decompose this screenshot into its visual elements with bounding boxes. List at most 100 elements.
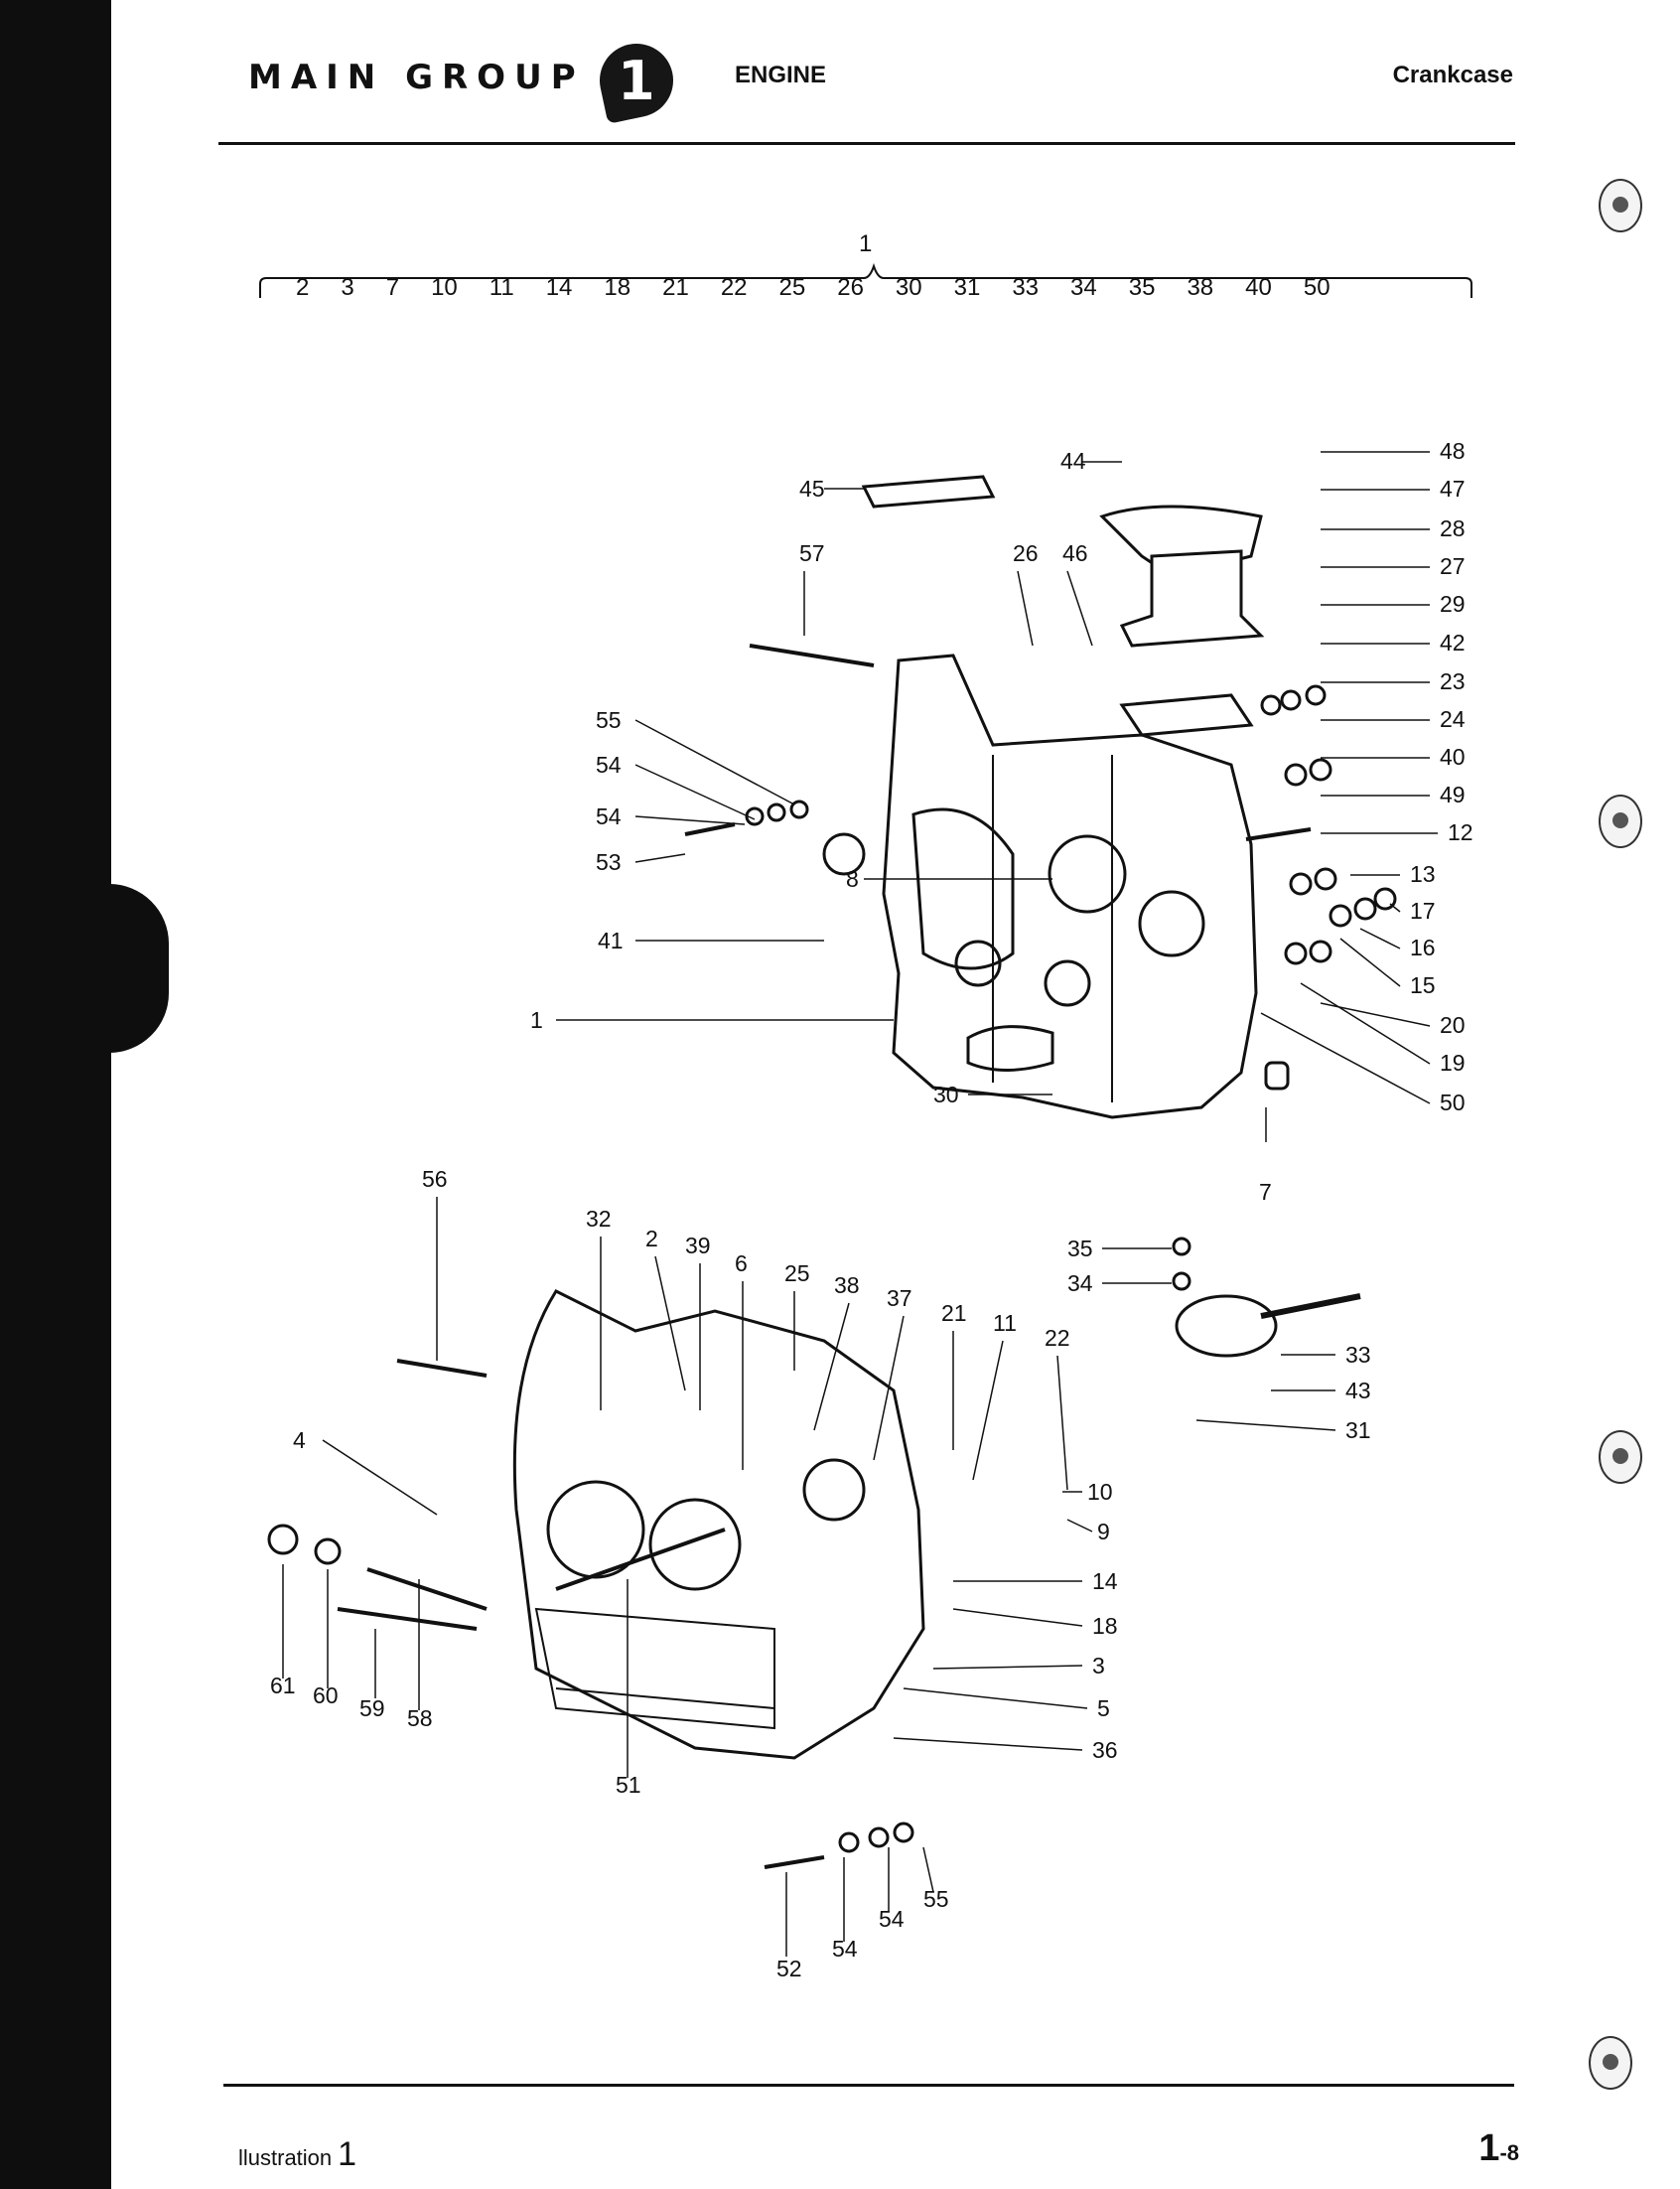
callout-number: 5 bbox=[1097, 1695, 1110, 1721]
callout-number: 58 bbox=[407, 1705, 433, 1731]
leader-line bbox=[1066, 1519, 1093, 1532]
callout-number: 8 bbox=[846, 866, 859, 892]
illustration-number: 1 bbox=[338, 2135, 357, 2173]
oil-filler-parts bbox=[861, 475, 1265, 737]
kit-part-number: 30 bbox=[895, 274, 922, 301]
leader-line bbox=[903, 1687, 1088, 1709]
leader-line bbox=[1300, 982, 1431, 1065]
leader-line bbox=[1195, 1419, 1336, 1431]
callout-number: 21 bbox=[941, 1300, 967, 1326]
callout-number: 38 bbox=[834, 1272, 860, 1298]
callout-number: 57 bbox=[799, 540, 825, 566]
binding-shadow-bulge bbox=[79, 884, 169, 1053]
callout-number: 28 bbox=[1440, 515, 1466, 541]
callout-number: 46 bbox=[1062, 540, 1088, 566]
callout-number: 53 bbox=[596, 849, 622, 875]
kit-part-number: 50 bbox=[1303, 274, 1330, 301]
leader-line bbox=[1359, 928, 1401, 949]
callout-number: 34 bbox=[1067, 1270, 1093, 1296]
kit-part-number: 40 bbox=[1245, 274, 1272, 301]
callout-number: 16 bbox=[1410, 935, 1436, 960]
kit-part-number: 31 bbox=[953, 274, 981, 301]
callout-number: 29 bbox=[1440, 591, 1466, 617]
callout-number: 4 bbox=[293, 1427, 306, 1453]
callout-number: 18 bbox=[1092, 1613, 1118, 1639]
callout-number: 41 bbox=[598, 928, 624, 953]
callout-number: 59 bbox=[359, 1695, 385, 1721]
illustration-label: llustration bbox=[238, 2145, 333, 2170]
page-number-main: 1 bbox=[1478, 2127, 1500, 2169]
oil-strainer-cover bbox=[1175, 1293, 1361, 1358]
callout-number: 45 bbox=[799, 476, 825, 502]
callout-number: 50 bbox=[1440, 1090, 1466, 1115]
callout-number: 42 bbox=[1440, 630, 1466, 656]
callout-number: 24 bbox=[1440, 706, 1466, 732]
leader-line bbox=[1339, 938, 1401, 987]
callout-number: 54 bbox=[879, 1906, 905, 1932]
leader-line bbox=[1056, 1355, 1068, 1491]
kit-part-number: 14 bbox=[545, 274, 573, 301]
bolt-and-washer-parts bbox=[337, 644, 1312, 1869]
callout-number: 20 bbox=[1440, 1012, 1466, 1038]
kit-part-number: 21 bbox=[662, 274, 689, 301]
leader-line bbox=[634, 764, 756, 820]
callout-number: 13 bbox=[1410, 861, 1436, 887]
kit-part-number: 10 bbox=[431, 274, 458, 301]
callout-number: 54 bbox=[596, 752, 622, 778]
kit-part-number: 34 bbox=[1070, 274, 1097, 301]
kit-total-number: 1 bbox=[859, 230, 873, 257]
callout-number: 56 bbox=[422, 1166, 448, 1192]
page-number: 1-8 bbox=[1478, 2127, 1519, 2170]
callout-number: 54 bbox=[596, 803, 622, 829]
kit-part-number: 38 bbox=[1187, 274, 1214, 301]
kit-brace bbox=[259, 262, 1472, 298]
callout-number: 61 bbox=[270, 1673, 296, 1698]
kit-part-number: 2 bbox=[296, 274, 310, 301]
punch-hole-icon bbox=[1589, 2036, 1632, 2090]
callout-number: 39 bbox=[685, 1233, 711, 1258]
kit-part-number: 22 bbox=[720, 274, 748, 301]
callout-number: 9 bbox=[1097, 1519, 1110, 1544]
callout-number: 37 bbox=[887, 1285, 912, 1311]
leader-line bbox=[1389, 903, 1401, 913]
callout-number: 11 bbox=[993, 1310, 1017, 1336]
leader-line bbox=[873, 1315, 905, 1461]
subject-title: Crankcase bbox=[1392, 62, 1513, 88]
leader-line bbox=[893, 1737, 1083, 1751]
callout-number: 43 bbox=[1345, 1378, 1371, 1403]
leader-line bbox=[813, 1302, 850, 1431]
callout-number: 23 bbox=[1440, 668, 1466, 694]
leader-line bbox=[634, 815, 746, 825]
kit-part-number: 25 bbox=[778, 274, 806, 301]
punch-hole-icon bbox=[1599, 795, 1642, 848]
callout-number: 25 bbox=[784, 1260, 810, 1286]
callout-number: 51 bbox=[616, 1772, 641, 1798]
leader-line bbox=[634, 853, 686, 863]
callout-number: 36 bbox=[1092, 1737, 1118, 1763]
callout-number: 15 bbox=[1410, 972, 1436, 998]
callout-number: 10 bbox=[1087, 1479, 1113, 1505]
callout-number: 12 bbox=[1448, 819, 1473, 845]
callout-number: 7 bbox=[1259, 1179, 1272, 1205]
callout-number: 27 bbox=[1440, 553, 1466, 579]
callout-number: 55 bbox=[596, 707, 622, 733]
upper-crankcase-half bbox=[882, 654, 1258, 1119]
callout-number: 19 bbox=[1440, 1050, 1466, 1076]
callout-number: 40 bbox=[1440, 744, 1466, 770]
callout-number: 26 bbox=[1013, 540, 1039, 566]
kit-part-number: 11 bbox=[489, 274, 514, 301]
callout-number: 60 bbox=[313, 1682, 339, 1708]
kit-part-number: 26 bbox=[837, 274, 864, 301]
callout-number: 6 bbox=[735, 1250, 748, 1276]
kit-part-number: 3 bbox=[341, 274, 354, 301]
callout-number: 47 bbox=[1440, 476, 1466, 502]
callout-number: 35 bbox=[1067, 1236, 1093, 1261]
leader-line bbox=[634, 719, 795, 805]
callout-number: 22 bbox=[1045, 1325, 1070, 1351]
page-number-suffix: -8 bbox=[1499, 2140, 1519, 2165]
